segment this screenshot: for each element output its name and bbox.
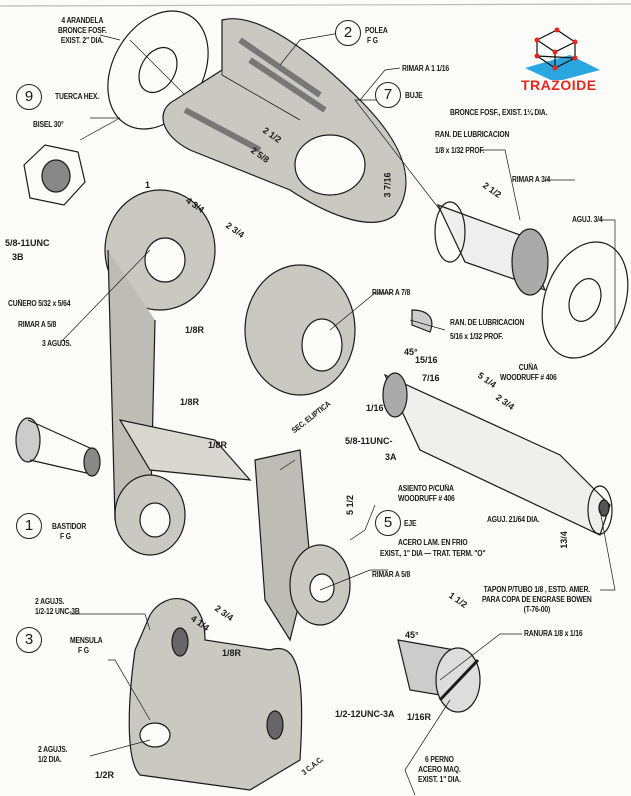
part-number-5: 5 (375, 510, 401, 536)
pipe-plug-line: PARA COPA DE ENGRASE BOWEN (482, 595, 592, 604)
threaded-holes-line: 2 AGUJS. (35, 597, 65, 606)
hole-label: AGUJ. 3/4 (572, 215, 603, 224)
part-name-7: BUJE (405, 91, 423, 100)
part-name-5: EJE (404, 519, 417, 528)
dimension: 13/4 (558, 531, 569, 549)
dimension: 1/8R (222, 648, 242, 658)
dimension: 45° (404, 347, 418, 357)
bolt-label-line: 6 PERNO (425, 755, 454, 764)
part-number-1: 1 (16, 513, 42, 539)
part-material-2: F G (367, 36, 378, 45)
shaft-part (382, 309, 613, 536)
washer-label: 4 ARANDELA BRONCE FOSF. EXIST. 2" DIA. (58, 16, 107, 46)
dimension: 1 (145, 180, 151, 190)
dimension: 7/16 (422, 373, 440, 383)
part-name-1: BASTIDOR (52, 522, 87, 531)
holes-label: 2 AGUJS. 1/2 DIA. (38, 745, 68, 765)
woodruff-key-label: CUÑA WOODRUFF # 406 (500, 363, 557, 383)
dimension: 1/8R (185, 325, 205, 335)
part-number-9: 9 (16, 84, 42, 110)
dimension: 1/16 (366, 403, 384, 413)
key-seat-line: ASIENTO P/CUÑA (398, 484, 454, 493)
holes-line: 1/2 DIA. (38, 755, 62, 764)
slot-label: RANURA 1/8 x 1/16 (524, 629, 583, 638)
oil-groove-label: RAN. DE LUBRICACION (435, 130, 510, 139)
woodruff-key-line: CUÑA (518, 363, 538, 372)
bracket-part (128, 598, 303, 791)
oil-groove-depth: 1/8 x 1/32 PROF. (435, 146, 485, 155)
part-material-3: F G (78, 646, 89, 655)
ream-label: RIMAR A 7/8 (372, 288, 411, 297)
part-number-3: 3 (16, 627, 42, 653)
ream-label: RIMAR A 5/8 (18, 320, 57, 329)
ream-label: RIMAR A 1 1/16 (402, 64, 450, 73)
part-note-5: EXIST., 1" DIA — TRAT. TERM. "O" (380, 549, 486, 558)
ream-label: RIMAR A 3/4 (512, 175, 551, 184)
woodruff-key-line: WOODRUFF # 406 (500, 373, 557, 382)
part-name-3: MENSULA (70, 636, 103, 645)
hole-label: AGUJ. 21/64 DIA. (487, 515, 540, 524)
bolt-label-line: EXIST. 1" DIA. (418, 775, 461, 784)
ream-label: RIMAR A 5/8 (372, 570, 411, 579)
washer-label-line: EXIST. 2" DIA. (60, 36, 104, 45)
frame-part (104, 189, 356, 642)
threaded-holes-line: 1/2-12 UNC-3B (35, 607, 80, 616)
part-number-7: 7 (375, 82, 401, 108)
thread-label: 1/2-12UNC-3A (335, 709, 395, 719)
leader-lines (59, 32, 616, 796)
trazoide-logo (515, 20, 610, 100)
bolt-part (397, 639, 481, 713)
part-material-1: F G (60, 532, 71, 541)
dimension: 1/8R (208, 440, 228, 450)
dimension: 15/16 (415, 355, 438, 365)
chamfer-label: BISEL 30° (33, 120, 64, 129)
part-material-7: BRONCE FOSF., EXIST. 1¼ DIA. (450, 108, 548, 117)
dimension: 1/16R (407, 712, 432, 722)
hex-nut-part (23, 144, 86, 206)
part-number-2: 2 (335, 20, 361, 46)
threaded-holes-label: 2 AGUJS. 1/2-12 UNC-3B (35, 597, 80, 617)
washer-label-line: 4 ARANDELA (61, 16, 104, 25)
pipe-plug-label: TAPON P/TUBO 1/8 , ESTD. AMER. PARA COPA… (482, 585, 592, 615)
pipe-plug-line: TAPON P/TUBO 1/8 , ESTD. AMER. (483, 585, 591, 594)
oil-groove-depth: 5/16 x 1/32 PROF. (450, 332, 504, 341)
dimension: 1/2R (95, 770, 115, 780)
top-border (0, 3, 631, 7)
bolt-label-line: ACERO MAQ. (418, 765, 461, 774)
cube-logo-icon (525, 27, 600, 82)
part-material-5: ACERO LAM. EN FRIO (398, 538, 468, 547)
oil-groove-label: RAN. DE LUBRICACION (450, 318, 525, 327)
logo-text: TRAZOIDE (521, 77, 597, 93)
key-seat-label: ASIENTO P/CUÑA WOODRUFF # 406 (398, 484, 455, 504)
bolt-label: 6 PERNO ACERO MAQ.EXIST. 1" DIA. (418, 755, 461, 785)
part-name-9: TUERCA HEX. (55, 92, 99, 101)
dimension: 1/8R (180, 397, 200, 407)
thread-class: 3B (12, 252, 24, 262)
dimension: 45° (405, 630, 419, 640)
dimension: 5 1/2 (345, 494, 356, 516)
pin-part (15, 417, 101, 477)
thread-label: 5/8-11UNC (5, 238, 50, 248)
thread-label: 5/8-11UNC- (345, 436, 393, 446)
key-seat-line: WOODRUFF # 406 (398, 494, 455, 503)
pipe-plug-line: (T-76-00) (523, 605, 551, 614)
pulley-part (162, 18, 407, 223)
thread-class: 3A (385, 452, 397, 462)
washer-label-line: BRONCE FOSF. (58, 26, 107, 35)
part-name-2: POLEA (365, 26, 388, 35)
holes-line: 2 AGUJS. (38, 745, 68, 754)
holes-label: 3 AGUJS. (42, 339, 72, 348)
dimension: 3 7/16 (382, 172, 393, 198)
keyway-label: CUÑERO 5/32 x 5/64 (8, 299, 71, 308)
bushing-part (434, 201, 629, 359)
